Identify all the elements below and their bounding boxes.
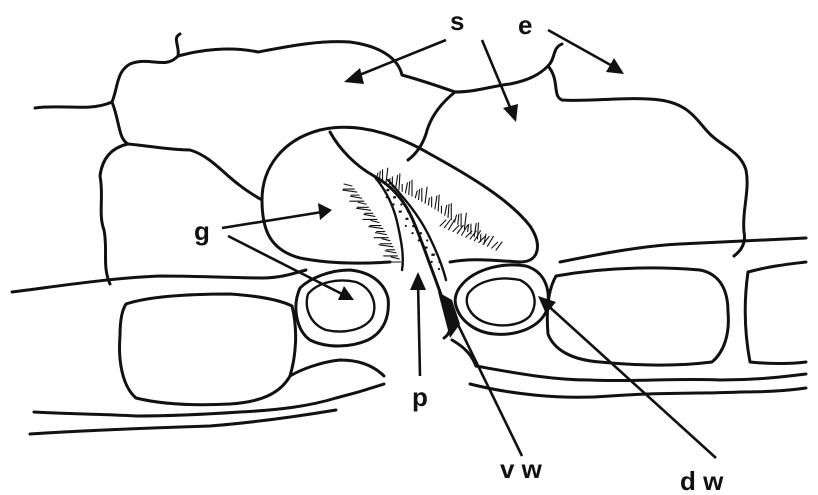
cuticle-hair [391,257,399,259]
cross-section-right-cell [547,268,728,365]
cuticle-hair [405,183,407,193]
cross-section-top-band-right [560,238,806,262]
cuticle-hair [389,179,390,186]
cuticle-hair [492,242,498,248]
epidermal-cell-top-left [35,34,180,108]
cuticle-hair [382,239,390,241]
cross-section-top-band [12,270,306,292]
pore-stipple-dot [431,254,433,256]
cuticle-hair [425,187,427,203]
guard-cell-right-lumen [467,279,535,326]
label-s: s [450,6,464,36]
arrowhead-s-left [344,68,364,84]
pore-stipple-dot [438,268,440,270]
cuticle-hair [455,215,457,222]
cuticle-hair [453,226,459,232]
cuticle-hair [428,198,429,205]
cuticle-hair [343,190,357,192]
cuticle-hair [358,202,366,204]
epidermal-cell-left-divider [112,102,262,200]
arrow-p-to-pore [418,282,420,376]
cross-section-cells [12,238,806,434]
arrow-g-to-guard-cell-top [222,212,322,228]
pore-stipple-dot [405,218,407,220]
arrow-vw-to-ventral-wall [446,300,522,456]
epidermal-cell-left-lower [100,144,128,284]
cuticle-hair [379,245,393,247]
cuticle-hair [364,214,375,216]
labels: s e g p v w d w [194,6,724,495]
pore-stipple-dot [379,182,381,184]
pore-stipple-dot [431,261,433,263]
arrow-g-to-guard-cell-section [228,236,346,296]
epidermal-cell-center-divider [408,92,455,160]
cuticle-hair [448,204,449,217]
label-e: e [518,10,532,40]
pore-stipple-dot [411,232,413,234]
pore-stipple-dot [400,203,402,205]
guard-cell-left-lumen [307,281,374,332]
pore-stipple-dot [418,239,420,241]
pore-stipple-dot [392,203,394,205]
pore-stipple-dot [426,239,428,241]
pore-stipple-dot [399,211,401,213]
cuticle-hair [371,220,379,222]
pore-stipple-dot [424,246,426,248]
cuticle-hair [375,233,386,235]
pore-stipple-dot [419,232,421,234]
epidermal-cell-top-middle [178,42,562,92]
cuticle-hair [474,223,476,236]
pore-stipple-dot [438,261,440,263]
label-dw: d w [680,466,724,495]
pore-stipple-dot [412,225,414,227]
cuticle-hair [369,227,383,229]
guard-cells [262,127,537,280]
substomatal-edge-left [290,360,384,376]
arrowhead-s-center [503,104,518,122]
cuticle-hair [399,174,400,190]
pore-stipple-dot [407,211,409,213]
cuticle-hair [479,237,485,243]
cuticle-hair [415,191,417,198]
arrow-s-to-center-cell [482,40,512,112]
cuticle-hair [385,251,396,253]
cuticle-hair [396,175,398,188]
label-vw: v w [500,454,543,484]
pore-stipple-dot [386,189,388,191]
cuticle-hair [344,184,352,186]
cuticle-hair [438,195,439,211]
cuticle-hair [458,214,459,224]
epidermal-cell-top-right [548,66,747,256]
cuticle-hair [440,220,446,226]
cuticle-hair [445,205,447,215]
arrowhead-g-top [318,203,332,220]
cross-section-left-cell [120,294,296,405]
pore-stipple-dot [405,225,407,227]
cuticle-hair [351,196,362,198]
cross-section-far-right-cell [745,262,806,364]
cuticle-hair [419,190,420,200]
arrow-e-to-right-cell [548,30,616,68]
cross-section-bottom-band-right [476,366,806,381]
label-g: g [194,216,210,246]
cuticle-hair [435,196,437,209]
cuticle-hair [409,182,410,195]
cuticle-hair [386,168,388,184]
arrowhead-e [606,58,624,74]
pore-stipple-dot [393,196,395,198]
cuticle-hair [357,208,371,210]
pore-stipple-dot [386,196,388,198]
label-p: p [412,382,428,412]
arrowhead-p [410,272,426,290]
